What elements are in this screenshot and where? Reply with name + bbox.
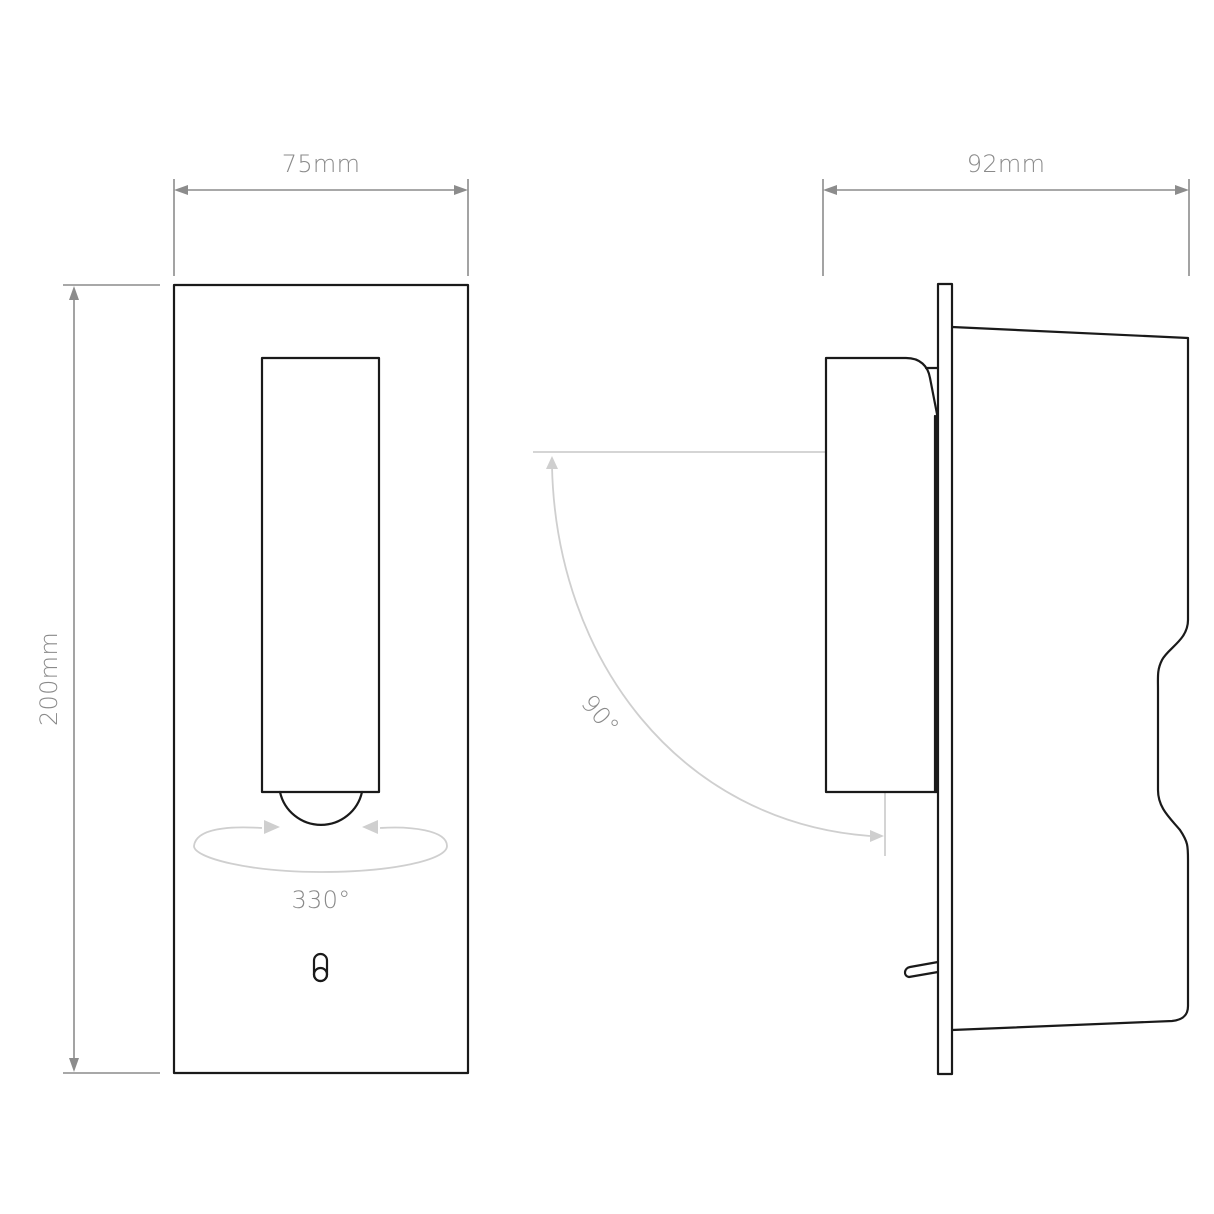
lamp-head-side (824, 356, 939, 794)
side-view: 92mm 90° (533, 150, 1190, 1076)
swivel-joint (278, 790, 364, 826)
faceplate-side (936, 282, 954, 1076)
front-view: 75mm 200mm 330° (35, 150, 470, 1075)
depth-label: 92mm (967, 150, 1046, 178)
toggle-switch (312, 952, 329, 983)
rotation-label: 330° (291, 886, 350, 914)
tilt-arrow-up-icon (546, 456, 558, 469)
wall-box (950, 325, 1190, 1032)
height-dimension: 200mm (35, 284, 160, 1074)
rotation-arrow-left-icon (264, 820, 280, 834)
depth-dimension: 92mm (822, 150, 1190, 276)
lamp-head (260, 356, 381, 794)
arrow-right-icon (1175, 185, 1189, 195)
arrow-right-icon (454, 185, 468, 195)
width-dimension: 75mm (173, 150, 469, 276)
rotation-arc (193, 826, 448, 873)
tilt-arrow-right-icon (870, 830, 884, 842)
arrow-down-icon (69, 1058, 79, 1072)
rotation-indicator: 330° (193, 820, 448, 914)
arrow-left-icon (823, 185, 837, 195)
arrow-up-icon (69, 286, 79, 300)
arrow-left-icon (174, 185, 188, 195)
rotation-arrow-right-icon (362, 820, 378, 834)
height-label: 200mm (35, 632, 63, 726)
switch-lever (903, 960, 940, 979)
width-label: 75mm (282, 150, 361, 178)
switch-knob (312, 966, 329, 983)
tilt-label: 90° (575, 689, 624, 740)
tilt-arc (551, 465, 871, 837)
